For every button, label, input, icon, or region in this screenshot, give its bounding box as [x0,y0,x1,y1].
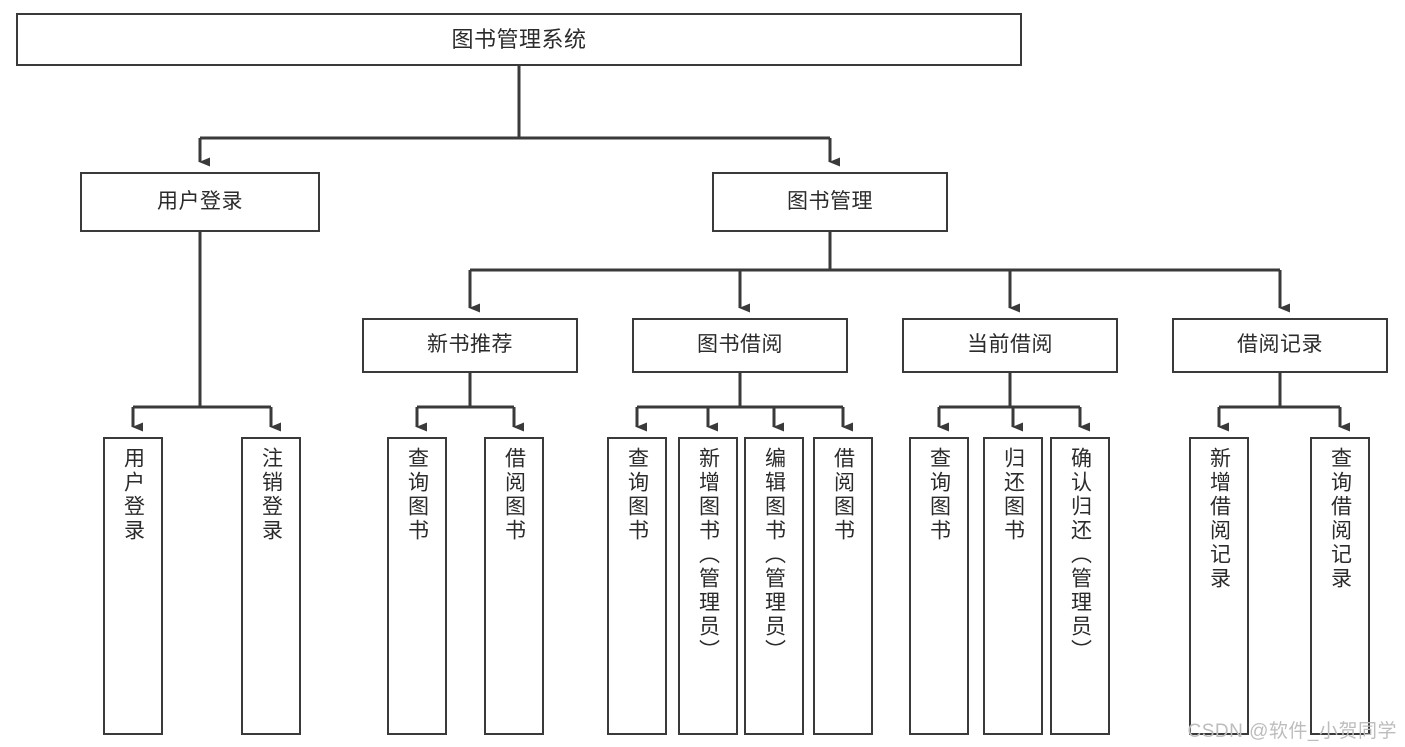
node-root[interactable]: 图书管理系统 [16,13,1022,66]
node-label-leaf-logout: 注销登录 [259,447,283,543]
node-leaf-q-book-1[interactable]: 查询图书 [387,437,447,735]
edge-userlogin-to-leaves [131,232,281,432]
node-leaf-borrow-1[interactable]: 借阅图书 [484,437,544,735]
node-label-leaf-q-book-3: 查询图书 [927,447,951,543]
node-leaf-confirm[interactable]: 确认归还（管理员） [1050,437,1110,735]
node-label-leaf-add-book: 新增图书（管理员） [696,447,720,663]
node-label-leaf-confirm: 确认归还（管理员） [1068,447,1092,663]
node-current-borrow[interactable]: 当前借阅 [902,318,1118,373]
node-leaf-q-rec[interactable]: 查询借阅记录 [1310,437,1370,735]
node-label-leaf-borrow-1: 借阅图书 [502,447,526,543]
node-label-book-manage: 图书管理 [787,189,873,213]
node-leaf-add-book[interactable]: 新增图书（管理员） [678,437,738,735]
edge-bookborrow-to-leaves [635,373,853,432]
node-leaf-add-rec[interactable]: 新增借阅记录 [1189,437,1249,735]
node-label-current-borrow: 当前借阅 [967,333,1053,357]
node-label-book-borrow: 图书借阅 [697,333,783,357]
node-label-leaf-edit-book: 编辑图书（管理员） [762,447,786,663]
node-new-book-rec[interactable]: 新书推荐 [362,318,578,373]
node-borrow-record[interactable]: 借阅记录 [1172,318,1388,373]
node-book-manage[interactable]: 图书管理 [712,172,948,232]
node-label-leaf-q-rec: 查询借阅记录 [1328,447,1352,591]
csdn-watermark: CSDN @软件_小贺同学 [1187,721,1397,742]
node-label-leaf-add-rec: 新增借阅记录 [1207,447,1231,591]
edge-borrowrecord-to-leaves [1217,373,1350,432]
node-label-root: 图书管理系统 [451,26,587,52]
node-leaf-logout[interactable]: 注销登录 [241,437,301,735]
edge-newbookrec-to-leaves [415,373,524,432]
node-leaf-edit-book[interactable]: 编辑图书（管理员） [744,437,804,735]
node-label-leaf-q-book-1: 查询图书 [405,447,429,543]
node-leaf-user-login[interactable]: 用户登录 [103,437,163,735]
node-label-leaf-q-book-2: 查询图书 [625,447,649,543]
node-leaf-q-book-2[interactable]: 查询图书 [607,437,667,735]
node-label-leaf-borrow-2: 借阅图书 [831,447,855,543]
edge-currentborrow-to-leaves [937,373,1090,432]
node-book-borrow[interactable]: 图书借阅 [632,318,848,373]
node-leaf-q-book-3[interactable]: 查询图书 [909,437,969,735]
node-label-user-login: 用户登录 [157,189,243,213]
node-user-login[interactable]: 用户登录 [80,172,320,232]
node-leaf-return[interactable]: 归还图书 [983,437,1043,735]
edge-bookmanage-to-level3 [468,232,1290,313]
node-label-leaf-return: 归还图书 [1001,447,1025,543]
node-label-leaf-user-login: 用户登录 [121,447,145,543]
node-label-borrow-record: 借阅记录 [1237,333,1323,357]
node-leaf-borrow-2[interactable]: 借阅图书 [813,437,873,735]
node-label-new-book-rec: 新书推荐 [427,333,513,357]
edge-root-to-level2 [198,66,840,167]
